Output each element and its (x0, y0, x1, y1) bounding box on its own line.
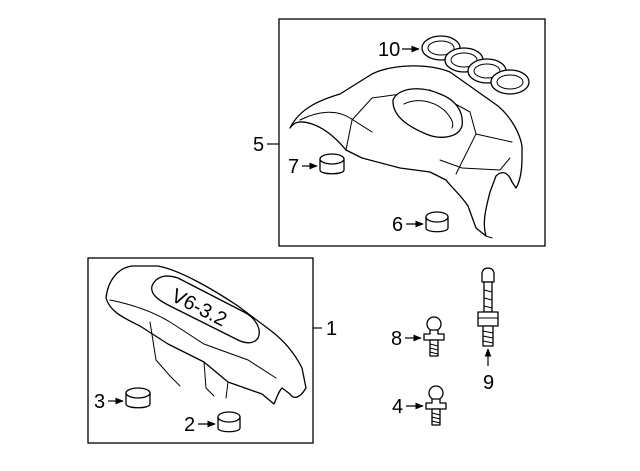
callout-10: 10 (378, 39, 400, 61)
callout-3: 3 (94, 391, 105, 413)
four-ring-emblem (421, 35, 530, 95)
callout-8: 8 (391, 328, 402, 350)
long-stud-9 (477, 267, 499, 347)
callout-2: 2 (184, 414, 195, 436)
lower-emblem-plate (151, 275, 260, 344)
grommet-7 (319, 153, 345, 175)
upper-assembly-frame (278, 18, 546, 247)
grommet-6 (425, 211, 449, 233)
callout-9: 9 (483, 372, 494, 394)
ball-stud-8 (423, 316, 445, 357)
ball-stud-4 (425, 385, 447, 426)
lower-assembly-frame (87, 257, 314, 444)
upper-engine-cover (289, 65, 523, 239)
grommet-3 (125, 387, 151, 409)
callout-5: 5 (253, 134, 264, 156)
callout-6: 6 (392, 214, 403, 236)
callout-1: 1 (326, 318, 337, 340)
grommet-2 (217, 411, 241, 433)
callout-4: 4 (392, 396, 403, 418)
lower-engine-cover: V6-3.2 (105, 265, 307, 405)
upper-emblem-recess (392, 88, 463, 138)
callout-7: 7 (288, 156, 299, 178)
